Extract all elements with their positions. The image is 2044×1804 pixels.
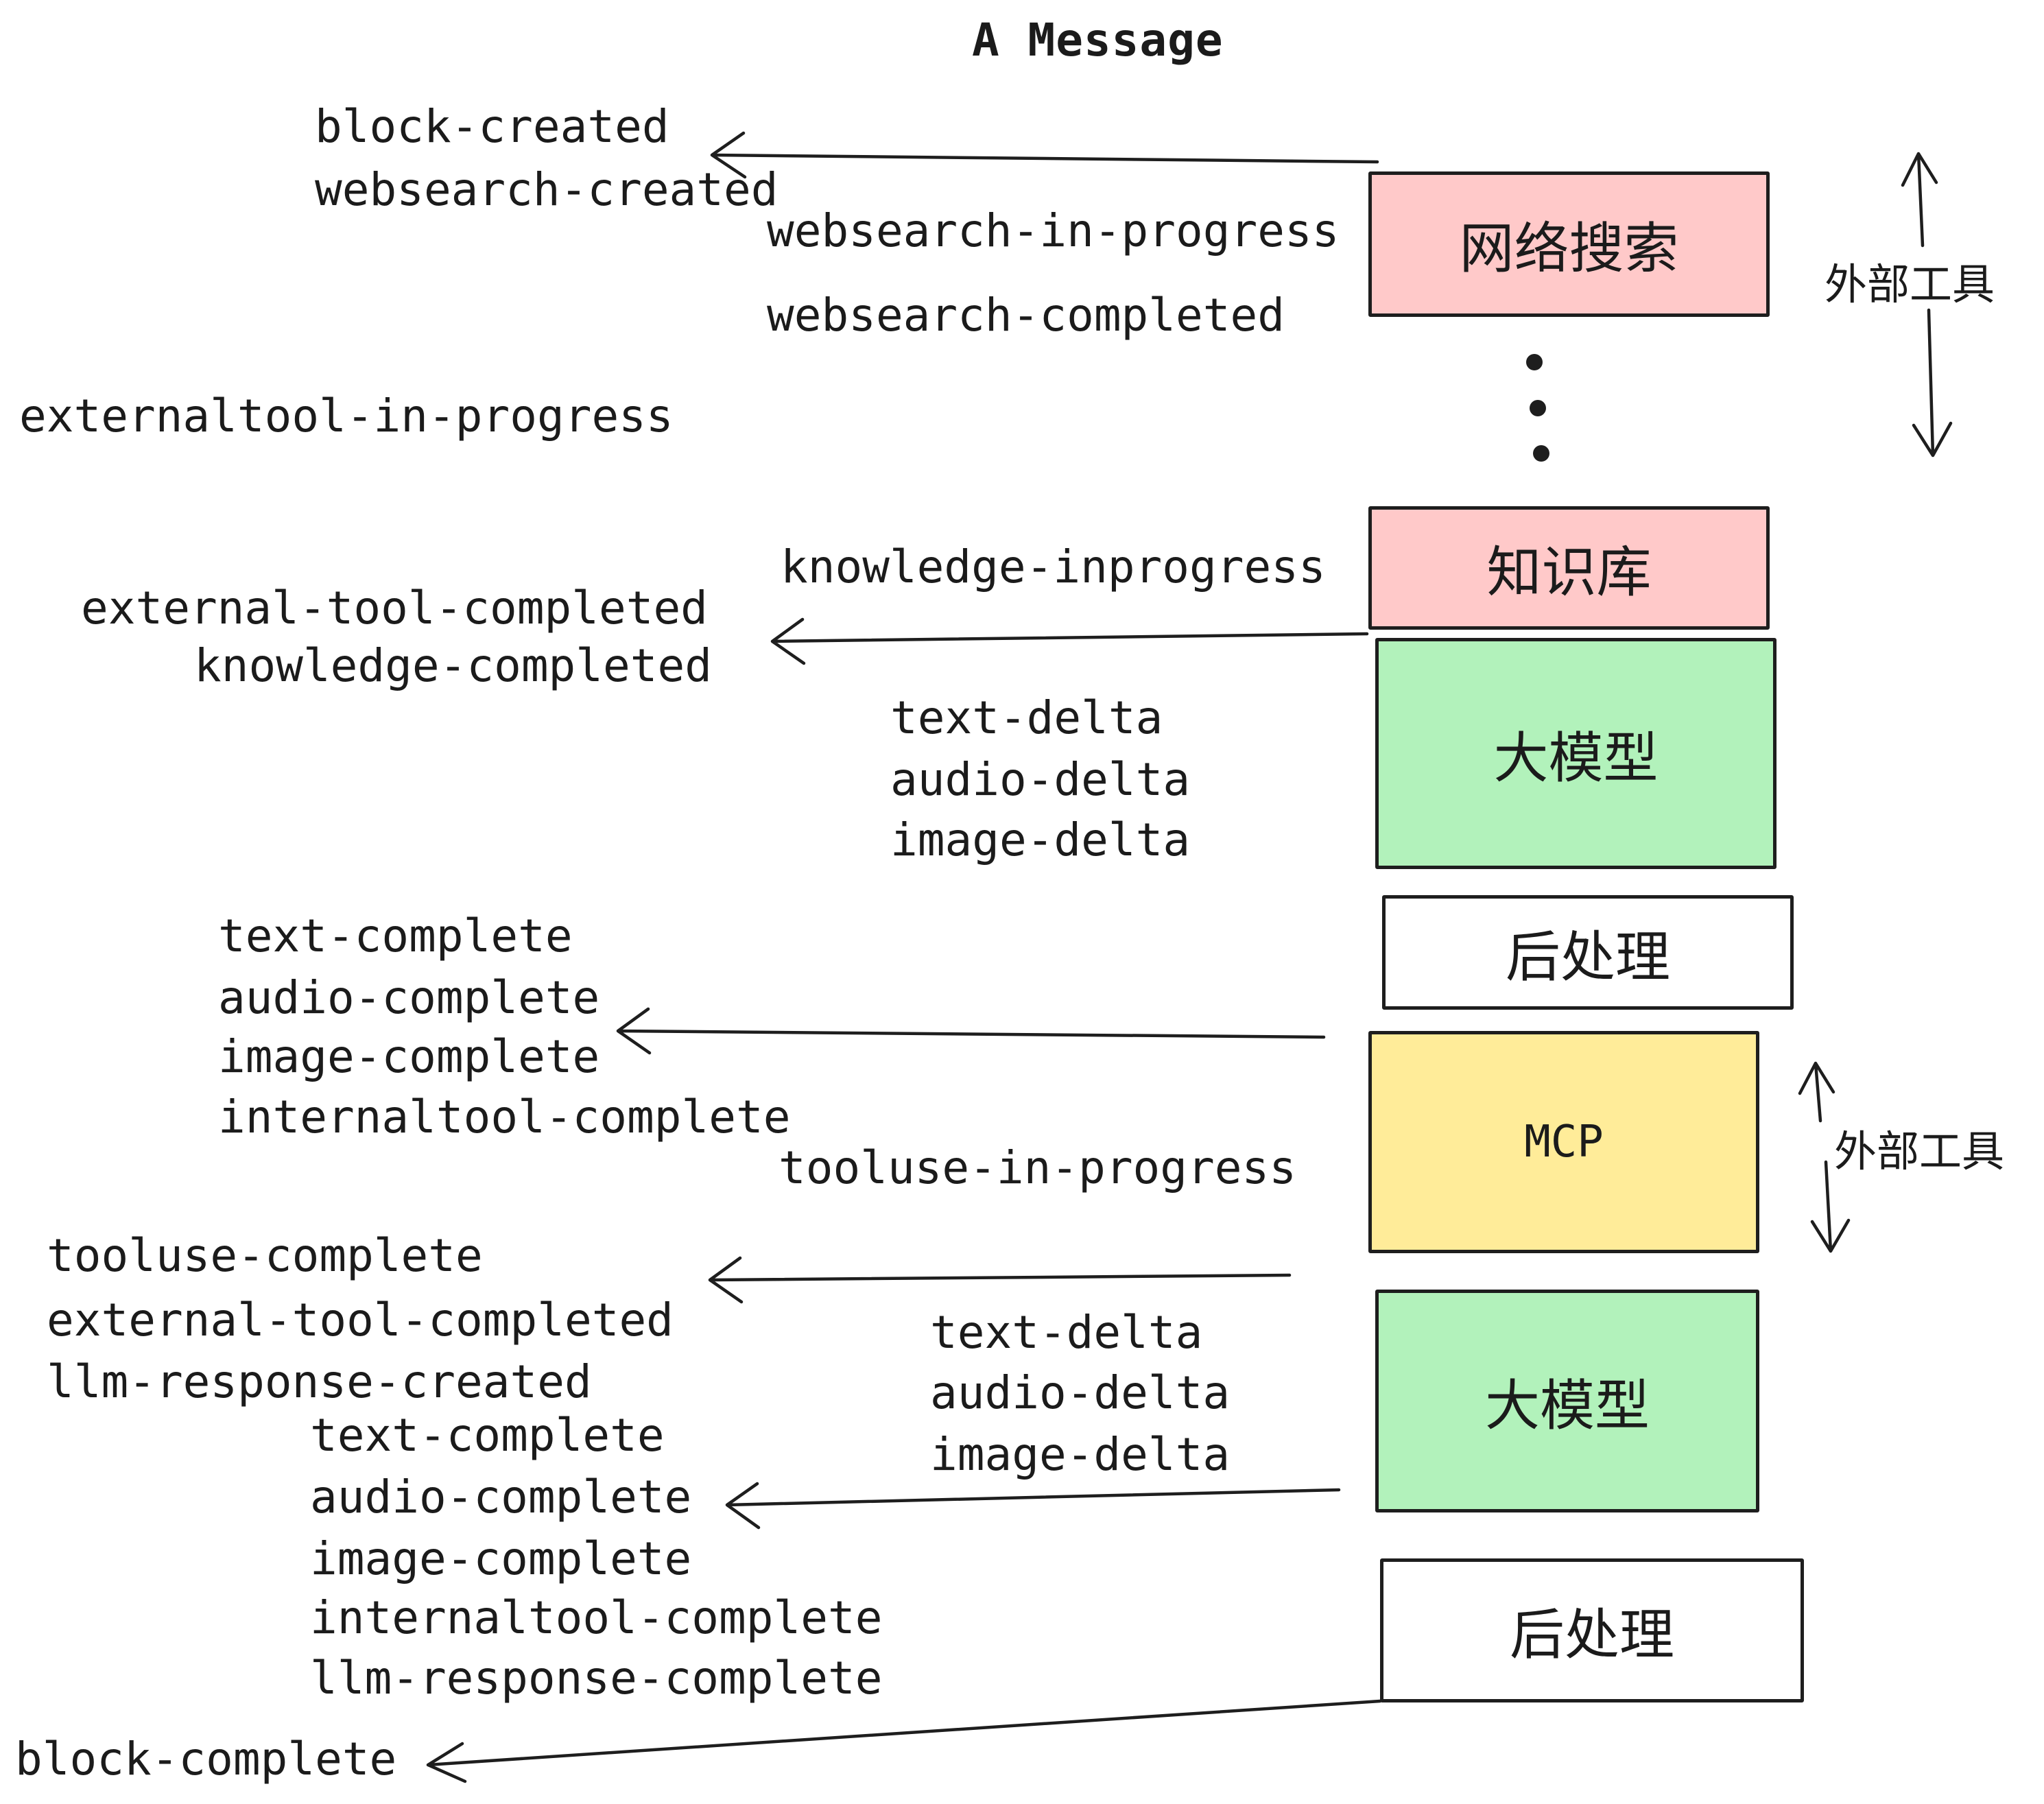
event-llm-response-created: llm-response-created: [47, 1355, 592, 1408]
event-externaltool-in-progress: externaltool-in-progress: [19, 390, 674, 442]
event-audio-delta-2: audio-delta: [930, 1366, 1231, 1419]
box-postprocess-1-label: 后处理: [1506, 925, 1670, 989]
box-postprocess-2: 后处理: [1380, 1558, 1804, 1702]
box-mcp-label: MCP: [1524, 1117, 1604, 1167]
event-text-delta-2: text-delta: [930, 1306, 1203, 1359]
ellipsis-dots: [1526, 354, 1549, 462]
external-tools-label-1: 外部工具: [1825, 259, 1995, 309]
event-internaltool-complete-1: internaltool-complete: [218, 1091, 791, 1143]
arrow-to-block-complete: [426, 1699, 1382, 1783]
event-audio-complete-1: audio-complete: [218, 971, 600, 1024]
box-llm-1: 大模型: [1375, 638, 1776, 869]
box-mcp: MCP: [1368, 1031, 1759, 1253]
event-image-complete-1: image-complete: [218, 1030, 600, 1083]
event-text-complete-2: text-complete: [310, 1409, 665, 1462]
event-tooluse-in-progress: tooluse-in-progress: [779, 1141, 1296, 1194]
external-tools-down-arrow-1: [1912, 308, 1953, 458]
event-block-complete: block-complete: [15, 1733, 397, 1785]
event-websearch-in-progress: websearch-in-progress: [767, 204, 1340, 257]
event-external-tool-completed-1: external-tool-completed: [81, 582, 708, 634]
event-text-delta-1: text-delta: [890, 691, 1163, 744]
box-websearch-label: 网络搜索: [1459, 217, 1679, 281]
external-tools-up-arrow-1: [1901, 152, 1938, 248]
event-knowledge-inprogress: knowledge-inprogress: [781, 541, 1326, 593]
box-knowledge-base: 知识库: [1368, 506, 1770, 630]
box-knowledge-base-label: 知识库: [1486, 541, 1652, 604]
event-audio-complete-2: audio-complete: [310, 1471, 692, 1523]
event-llm-response-complete: llm-response-complete: [310, 1652, 883, 1705]
event-block-created: block-created: [315, 100, 669, 153]
box-llm-1-label: 大模型: [1493, 726, 1659, 790]
external-tools-up-arrow-2: [1798, 1061, 1835, 1123]
event-image-delta-2: image-delta: [930, 1428, 1231, 1481]
external-tools-label-2: 外部工具: [1834, 1126, 2005, 1176]
box-llm-2-label: 大模型: [1485, 1373, 1650, 1438]
arrow-to-audio-complete: [725, 1482, 1341, 1530]
event-tooluse-complete: tooluse-complete: [47, 1229, 483, 1282]
arrow-to-block-created: [710, 131, 1379, 179]
event-websearch-created: websearch-created: [315, 163, 779, 216]
event-knowledge-completed: knowledge-completed: [194, 639, 712, 692]
box-postprocess-2-label: 后处理: [1510, 1603, 1674, 1667]
event-websearch-completed: websearch-completed: [767, 289, 1285, 342]
box-llm-2: 大模型: [1375, 1290, 1759, 1512]
event-audio-delta-1: audio-delta: [890, 753, 1191, 806]
box-websearch: 网络搜索: [1368, 171, 1770, 317]
arrow-to-tooluse-complete: [708, 1256, 1292, 1304]
event-internaltool-complete-2: internaltool-complete: [310, 1591, 883, 1644]
event-external-tool-completed-2: external-tool-completed: [47, 1294, 674, 1346]
event-text-complete-1: text-complete: [218, 910, 573, 962]
arrow-to-image-complete: [616, 1007, 1326, 1055]
arrow-to-knowledge-completed: [770, 617, 1369, 665]
box-postprocess-1: 后处理: [1382, 895, 1794, 1010]
event-image-complete-2: image-complete: [310, 1532, 692, 1585]
event-image-delta-1: image-delta: [890, 814, 1191, 866]
diagram-title: A Message: [972, 14, 1224, 67]
